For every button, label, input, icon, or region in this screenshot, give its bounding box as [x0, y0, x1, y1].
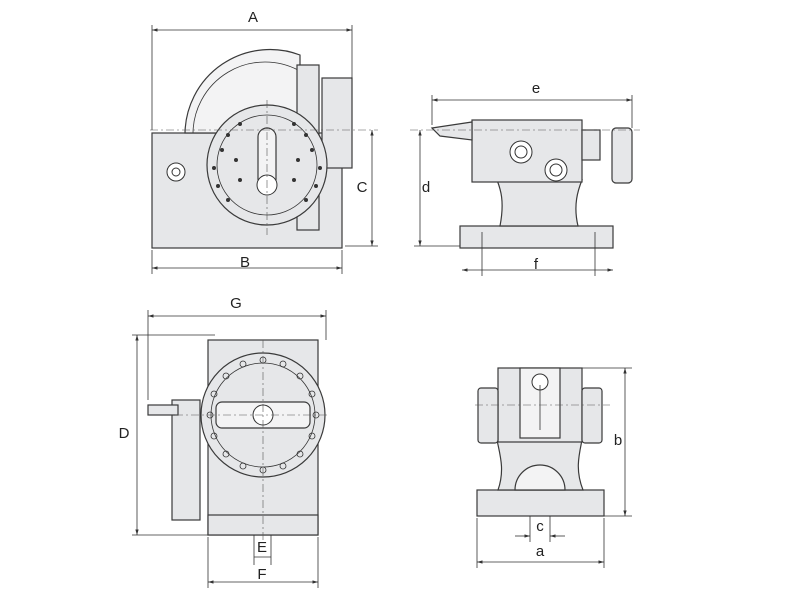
dimension-label-A: A	[248, 9, 258, 26]
top-view: G D E F	[119, 295, 330, 588]
dimension-label-b: b	[614, 432, 622, 449]
dimension-label-G: G	[230, 295, 242, 312]
dimension-label-d: d	[422, 179, 430, 196]
dimension-label-F: F	[257, 566, 266, 583]
dimension-label-e: e	[532, 80, 540, 97]
dimension-label-a: a	[536, 543, 545, 560]
dimension-label-f: f	[534, 256, 539, 273]
dimension-label-D: D	[119, 425, 130, 442]
tailstock-view: e d f	[410, 80, 640, 276]
front-view: A B C	[150, 9, 378, 274]
dimension-label-E: E	[257, 539, 267, 556]
dimension-label-c: c	[536, 518, 544, 535]
index-plate-holes	[212, 122, 322, 202]
side-view: c a b	[475, 367, 632, 568]
dimension-label-C: C	[357, 179, 368, 196]
dimension-label-B: B	[240, 254, 250, 271]
